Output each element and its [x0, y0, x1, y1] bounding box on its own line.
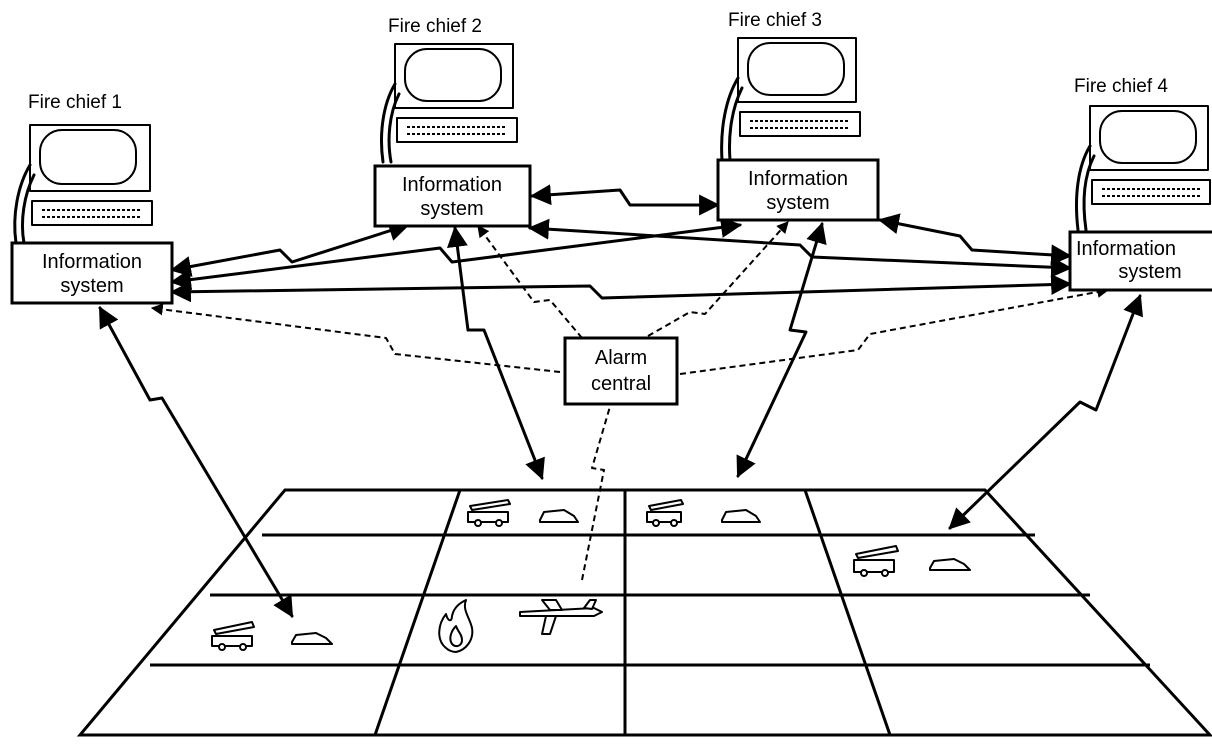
info-system-label-line2: system — [60, 275, 123, 297]
car-icon — [929, 558, 971, 571]
terminal-chief-1 — [13, 124, 153, 245]
fire-chief-4-label: Fire chief 4 — [1074, 76, 1168, 97]
fire-chief-1-label: Fire chief 1 — [28, 92, 122, 113]
alarm-central-box: Alarm central — [563, 336, 679, 406]
info-system-chief-1: Information system — [10, 241, 174, 305]
terminal-chief-4 — [1075, 105, 1211, 232]
info-system-chief-2: Information system — [373, 164, 532, 228]
info-system-chief-3: Information system — [716, 158, 880, 222]
car-icon — [291, 632, 333, 645]
computer-terminal-icon — [13, 124, 153, 245]
communication-links — [98, 184, 1143, 618]
computer-terminal-icon — [1075, 105, 1211, 232]
info-system-label-line2: system — [766, 192, 829, 214]
fire-chief-2-label: Fire chief 2 — [388, 16, 482, 37]
alarm-label-line2: central — [591, 373, 651, 395]
info-system-chief-4: Information system — [1068, 230, 1212, 292]
terminal-chief-3 — [720, 37, 861, 162]
vehicles-and-incident — [211, 499, 971, 653]
alarm-label-line1: Alarm — [595, 347, 647, 369]
info-system-label-line1: Information — [402, 174, 502, 196]
computer-terminal-icon — [720, 37, 861, 162]
fire-icon — [438, 599, 474, 653]
info-system-label-line2: system — [420, 198, 483, 220]
info-system-label-line1: Information — [1076, 238, 1176, 260]
fire-chief-3-label: Fire chief 3 — [728, 10, 822, 31]
terminal-chief-2 — [380, 43, 518, 164]
car-icon — [721, 509, 761, 523]
computer-terminal-icon — [380, 43, 518, 164]
fire-truck-icon — [211, 621, 255, 651]
fire-truck-icon — [853, 545, 899, 577]
info-system-label-line1: Information — [42, 251, 142, 273]
fire-truck-icon — [646, 499, 684, 527]
airplane-icon — [519, 599, 603, 635]
info-system-label-line1: Information — [748, 168, 848, 190]
fire-truck-icon — [467, 499, 511, 527]
ground-grid — [76, 488, 1212, 737]
car-icon — [539, 509, 579, 523]
info-system-label-line2: system — [1118, 261, 1181, 283]
